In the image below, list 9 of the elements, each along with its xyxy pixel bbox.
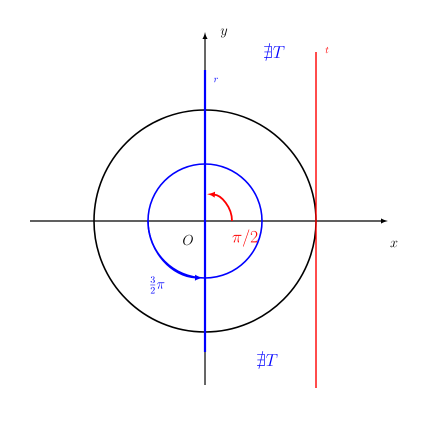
axis-label: $y$: [220, 28, 228, 38]
angle-label: $\frac{3}{2}\pi$: [150, 276, 164, 294]
axis-label: $x$: [390, 240, 398, 248]
angle-label: $\pi/2$: [232, 229, 258, 247]
origin-label: $O$: [183, 234, 193, 246]
annotation: $\nexists T$: [264, 43, 285, 61]
line-label: $r$: [214, 78, 218, 82]
annotation: $\nexists T$: [257, 351, 278, 369]
line-label: $t$: [325, 46, 328, 54]
